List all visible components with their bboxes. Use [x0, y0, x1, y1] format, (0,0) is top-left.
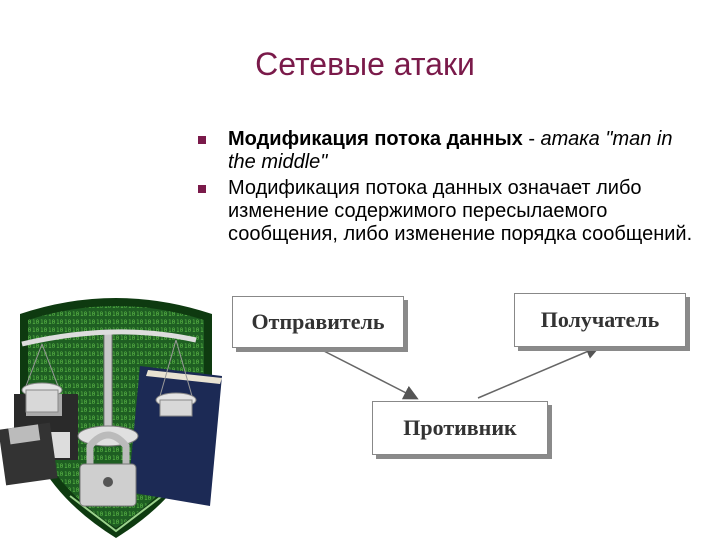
sender-label: Отправитель — [251, 309, 385, 334]
padlock-icon — [79, 431, 137, 507]
adversary-box: Противник — [372, 401, 548, 455]
adversary-label: Противник — [403, 415, 517, 440]
bullet-marker — [198, 136, 206, 144]
security-clipart: 10 — [0, 298, 222, 538]
receiver-label: Получатель — [540, 307, 660, 332]
slide-title: Сетевые атаки — [255, 46, 475, 82]
bullet-list: Модификация потока данных - атака "man i… — [198, 128, 698, 246]
sender-box: Отправитель — [232, 296, 404, 348]
bullet-marker — [198, 185, 206, 193]
bullet-2-text: Модификация потока данных означает либо … — [228, 177, 693, 245]
bullet-item-1: Модификация потока данных - атака "man i… — [198, 128, 698, 174]
bullet-1-italic: атака "man in the middle" — [228, 128, 673, 173]
arrow-sender-to-adversary — [317, 347, 419, 400]
bullet-item-2: Модификация потока данных означает либо … — [198, 177, 698, 246]
arrow-adversary-to-receiver — [477, 344, 601, 399]
bullet-1-dash: - — [522, 128, 541, 150]
book-icon — [128, 366, 222, 506]
bullet-1-bold: Модификация потока данных — [228, 128, 523, 150]
receiver-box: Получатель — [514, 293, 686, 347]
